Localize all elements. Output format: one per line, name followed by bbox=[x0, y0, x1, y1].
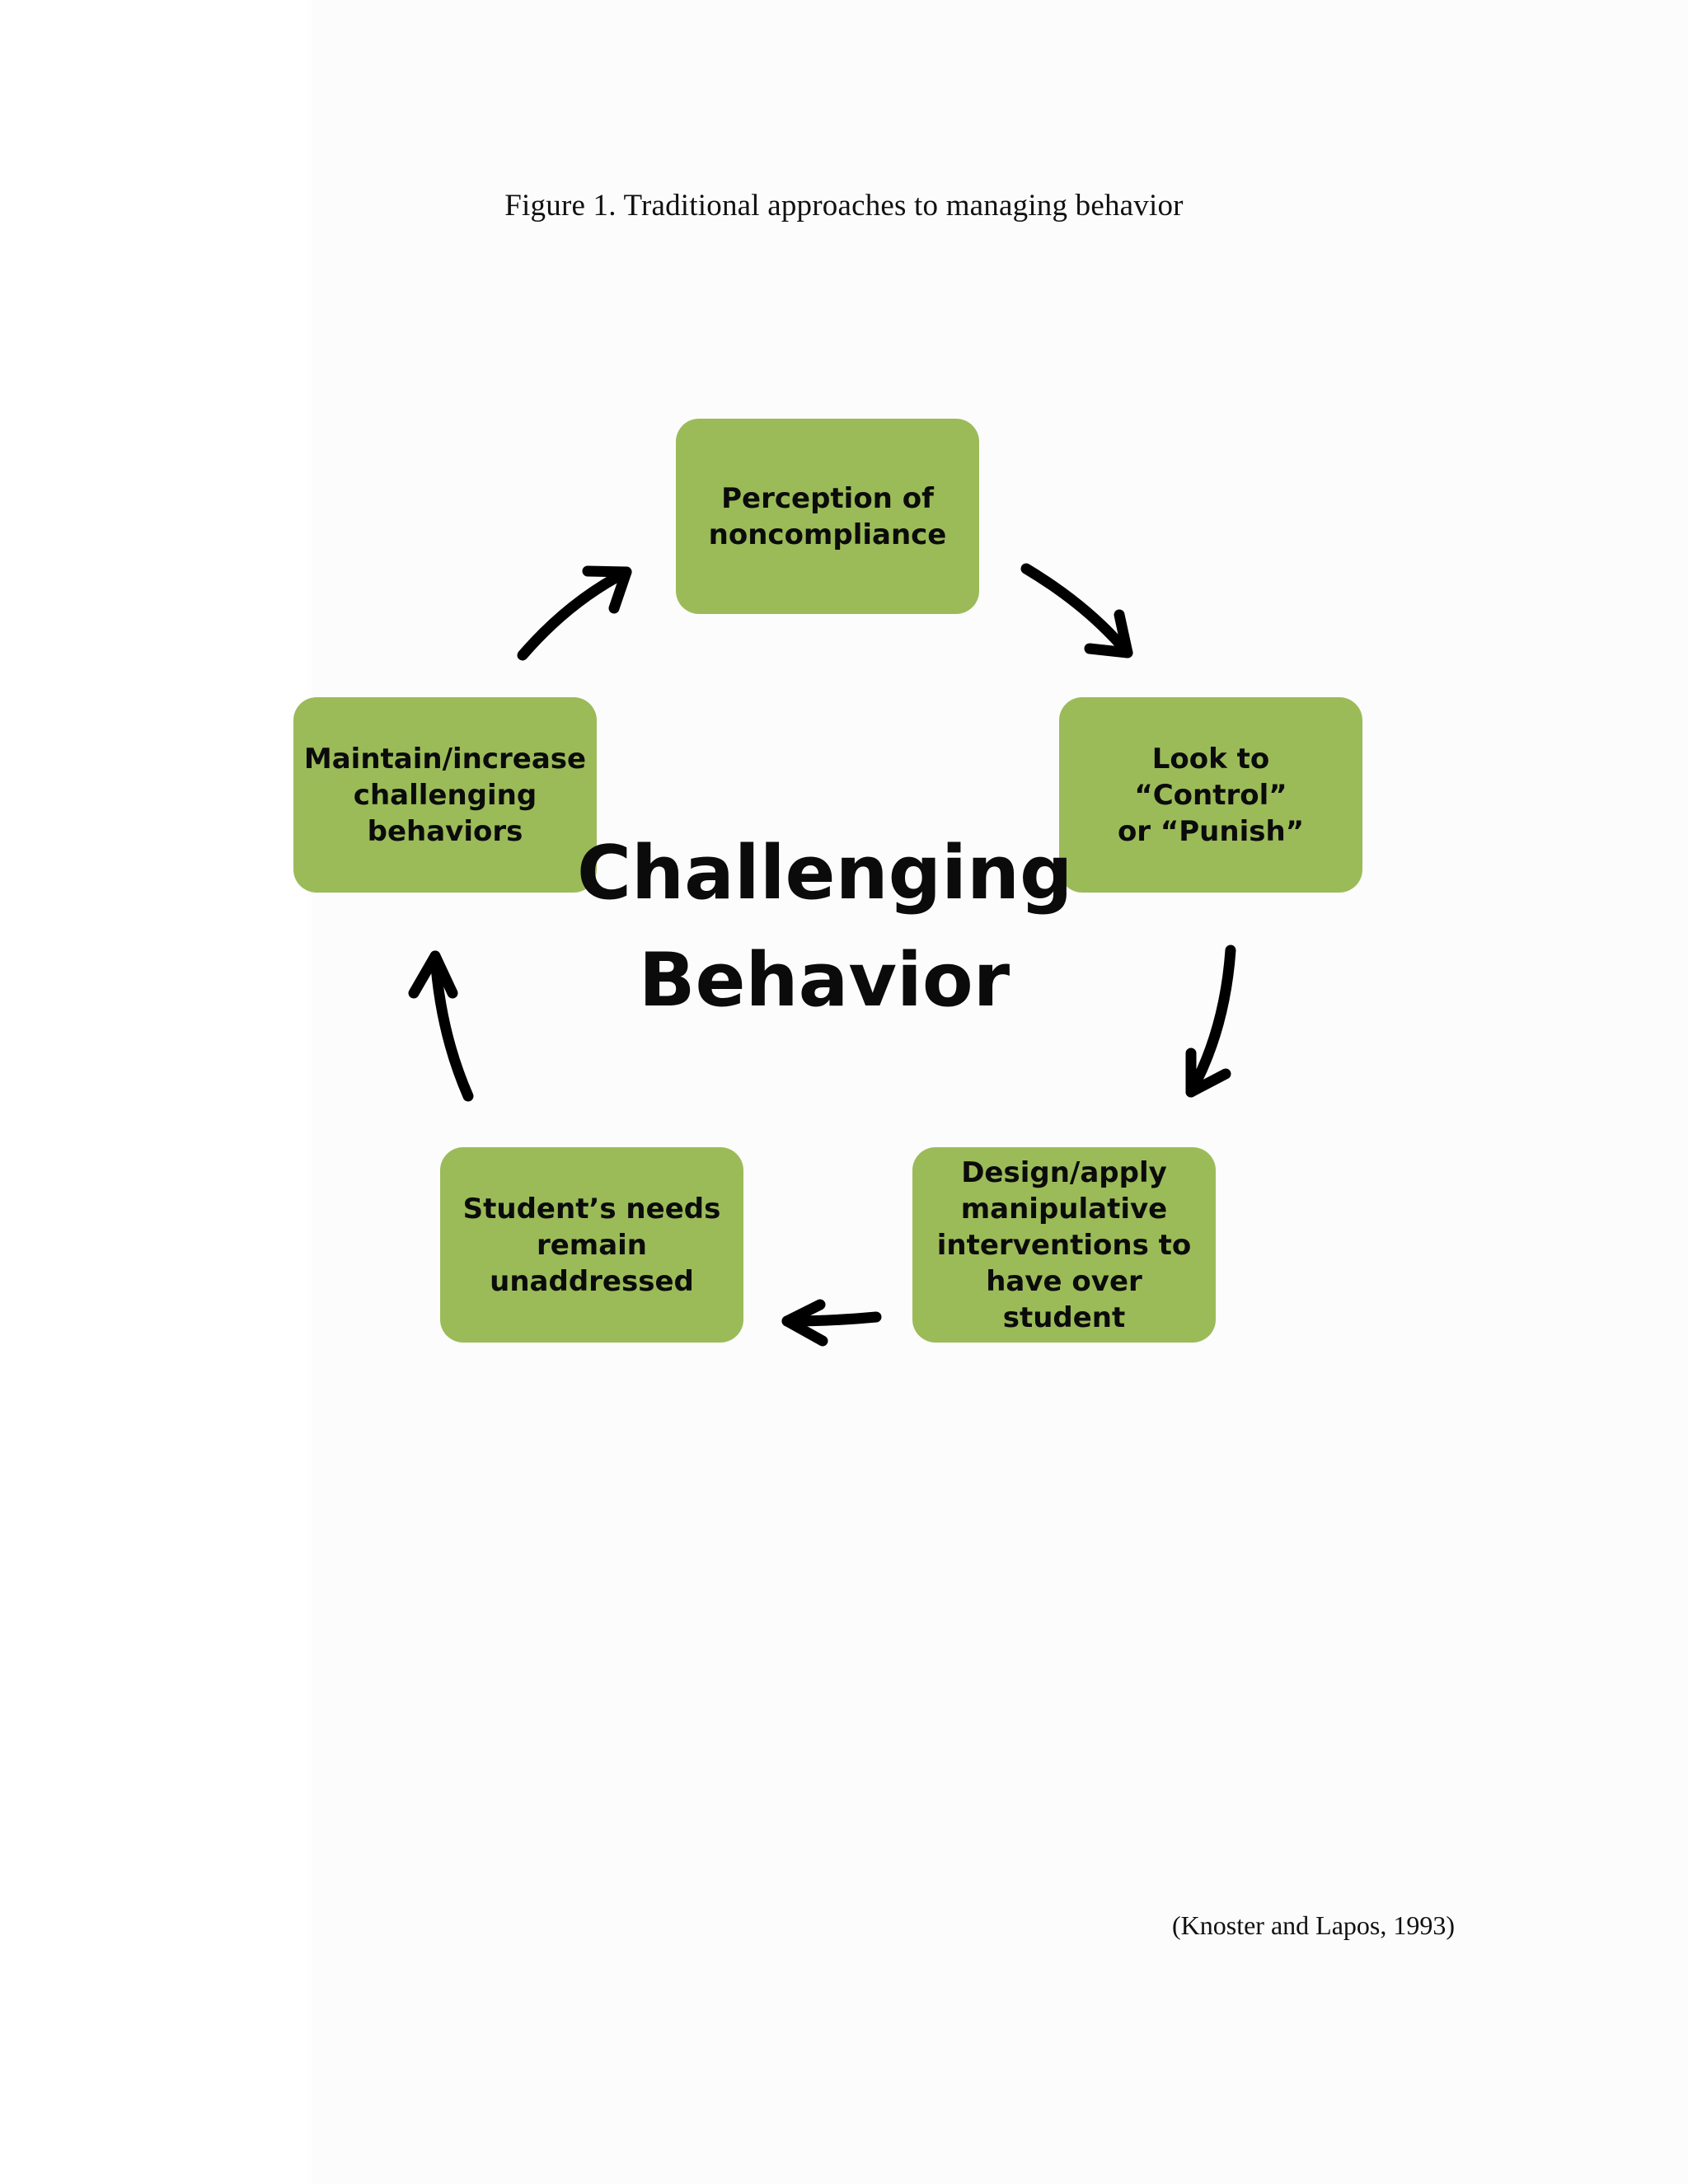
figure-caption: Figure 1. Traditional approaches to mana… bbox=[504, 189, 1184, 223]
center-title: Challenging Behavior bbox=[577, 830, 1073, 1024]
citation: (Knoster and Lapos, 1993) bbox=[1171, 1910, 1455, 1940]
arrow-top-to-right bbox=[1020, 563, 1133, 658]
node-label: Perception of noncompliance bbox=[708, 481, 947, 551]
node-perception-of-noncompliance: Perception of noncompliance bbox=[676, 419, 979, 614]
arrow-left-to-top bbox=[517, 565, 632, 661]
node-label: Maintain/increase challenging behaviors bbox=[303, 742, 587, 848]
arrow-bottom-right-to-bottom-left bbox=[781, 1299, 882, 1347]
node-label: Design/apply manipulative interventions … bbox=[936, 1155, 1192, 1334]
arrow-right-to-bottom-right bbox=[1185, 944, 1236, 1098]
node-students-needs-unaddressed: Student’s needs remain unaddressed bbox=[440, 1147, 743, 1343]
node-maintain-increase-behaviors: Maintain/increase challenging behaviors bbox=[293, 697, 597, 893]
node-design-apply-interventions: Design/apply manipulative interventions … bbox=[912, 1147, 1216, 1343]
node-label: Look to “Control” or “Punish” bbox=[1117, 742, 1305, 848]
node-label: Student’s needs remain unaddressed bbox=[462, 1192, 721, 1298]
arrow-bottom-left-to-left bbox=[408, 950, 474, 1102]
node-look-to-control-or-punish: Look to “Control” or “Punish” bbox=[1059, 697, 1362, 893]
